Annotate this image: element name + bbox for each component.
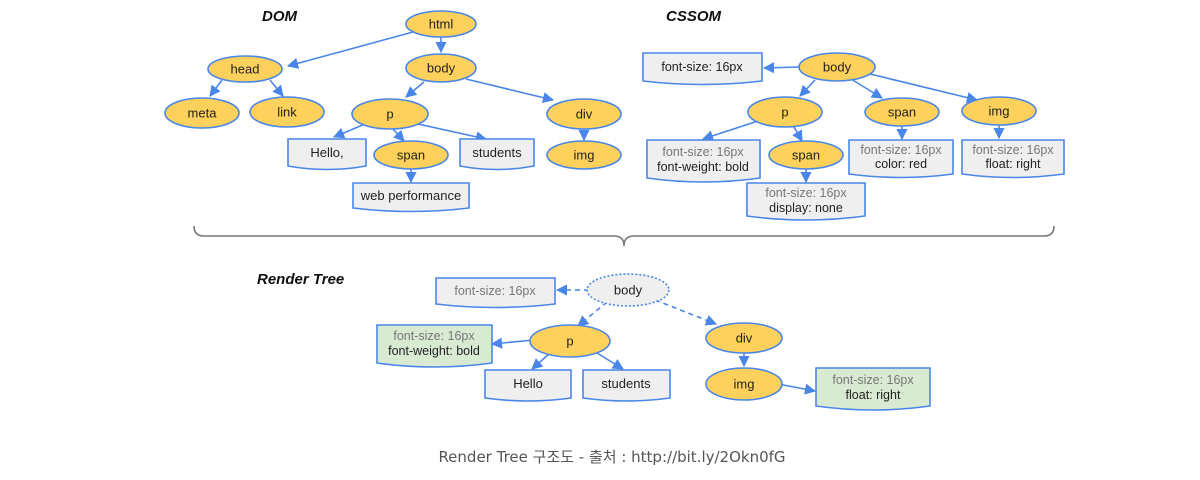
svg-text:web performance: web performance [360, 188, 461, 203]
cssom-node-span: span [864, 97, 940, 127]
cssom-span-style: font-size: 16px color: red [848, 139, 954, 179]
dom-node-head: head [207, 55, 283, 83]
dom-node-div: div [546, 98, 622, 130]
render-node-body: body [586, 273, 670, 307]
svg-text:p: p [566, 334, 573, 349]
svg-text:span: span [397, 148, 425, 163]
merge-bracket [193, 225, 1055, 247]
svg-text:body: body [427, 61, 456, 76]
figure-caption: Render Tree 구조도 - 출처 : http://bit.ly/2Ok… [438, 448, 785, 466]
render-body-style: font-size: 16px [435, 277, 556, 309]
dom-node-body: body [405, 53, 477, 83]
render-node-p: p [529, 324, 611, 358]
svg-text:meta: meta [188, 106, 218, 121]
render-tree-title: Render Tree [257, 271, 344, 288]
svg-text:html: html [429, 17, 454, 32]
svg-text:span: span [792, 148, 820, 163]
svg-text:students: students [472, 145, 522, 160]
svg-text:font-size: 16px: font-size: 16px [662, 145, 744, 159]
render-node-hello: Hello [484, 369, 572, 402]
svg-text:body: body [614, 283, 643, 298]
render-edges [490, 284, 817, 395]
svg-text:float: right: float: right [986, 157, 1041, 171]
svg-text:font-size: 16px: font-size: 16px [860, 143, 942, 157]
svg-text:Hello: Hello [513, 376, 543, 391]
svg-text:head: head [231, 62, 260, 77]
svg-text:p: p [386, 107, 393, 122]
svg-text:font-size: 16px: font-size: 16px [661, 60, 743, 74]
svg-text:font-size: 16px: font-size: 16px [832, 373, 914, 387]
dom-node-meta: meta [164, 97, 240, 129]
svg-text:img: img [989, 104, 1010, 119]
cssom-node-img: img [961, 96, 1037, 126]
svg-text:font-size: 16px: font-size: 16px [454, 284, 536, 298]
cssom-body-style: font-size: 16px [642, 52, 763, 86]
cssom-node-p: p [747, 96, 823, 128]
render-node-students: students [582, 369, 671, 402]
svg-text:float: right: float: right [846, 388, 901, 402]
svg-text:p: p [781, 105, 788, 120]
render-img-style: font-size: 16px float: right [815, 367, 931, 411]
render-node-img: img [705, 367, 783, 401]
dom-node-hello: Hello, [287, 138, 367, 171]
dom-node-students: students [459, 138, 535, 171]
svg-text:body: body [823, 60, 852, 75]
svg-text:font-size: 16px: font-size: 16px [393, 329, 475, 343]
svg-text:link: link [277, 105, 297, 120]
dom-node-html: html [405, 10, 477, 38]
render-p-style: font-size: 16px font-weight: bold [376, 324, 493, 368]
cssom-p-style: font-size: 16px font-weight: bold [646, 139, 761, 183]
cssom-title: CSSOM [666, 8, 722, 25]
dom-node-web-performance: web performance [352, 182, 470, 213]
svg-text:img: img [734, 377, 755, 392]
cssom-node-body: body [798, 52, 876, 82]
cssom-img-style: font-size: 16px float: right [961, 139, 1065, 179]
svg-text:color: red: color: red [875, 157, 927, 171]
dom-node-span: span [373, 140, 449, 170]
svg-text:font-size: 16px: font-size: 16px [972, 143, 1054, 157]
svg-text:Hello,: Hello, [310, 145, 343, 160]
dom-node-img: img [546, 140, 622, 170]
svg-text:font-weight: bold: font-weight: bold [657, 160, 749, 174]
svg-text:span: span [888, 105, 916, 120]
cssom-edges [701, 62, 1005, 184]
dom-edges [209, 31, 590, 184]
cssom-node-span-child: span [768, 140, 844, 170]
svg-text:img: img [574, 148, 595, 163]
svg-text:students: students [601, 376, 651, 391]
svg-text:font-size: 16px: font-size: 16px [765, 186, 847, 200]
svg-text:display: none: display: none [769, 201, 843, 215]
dom-node-p: p [351, 98, 429, 130]
render-node-div: div [705, 322, 783, 354]
cssom-span-child-style: font-size: 16px display: none [746, 182, 866, 221]
dom-node-link: link [249, 96, 325, 128]
dom-title: DOM [262, 8, 298, 25]
svg-text:div: div [576, 107, 593, 122]
svg-text:font-weight: bold: font-weight: bold [388, 344, 480, 358]
svg-text:div: div [736, 331, 753, 346]
